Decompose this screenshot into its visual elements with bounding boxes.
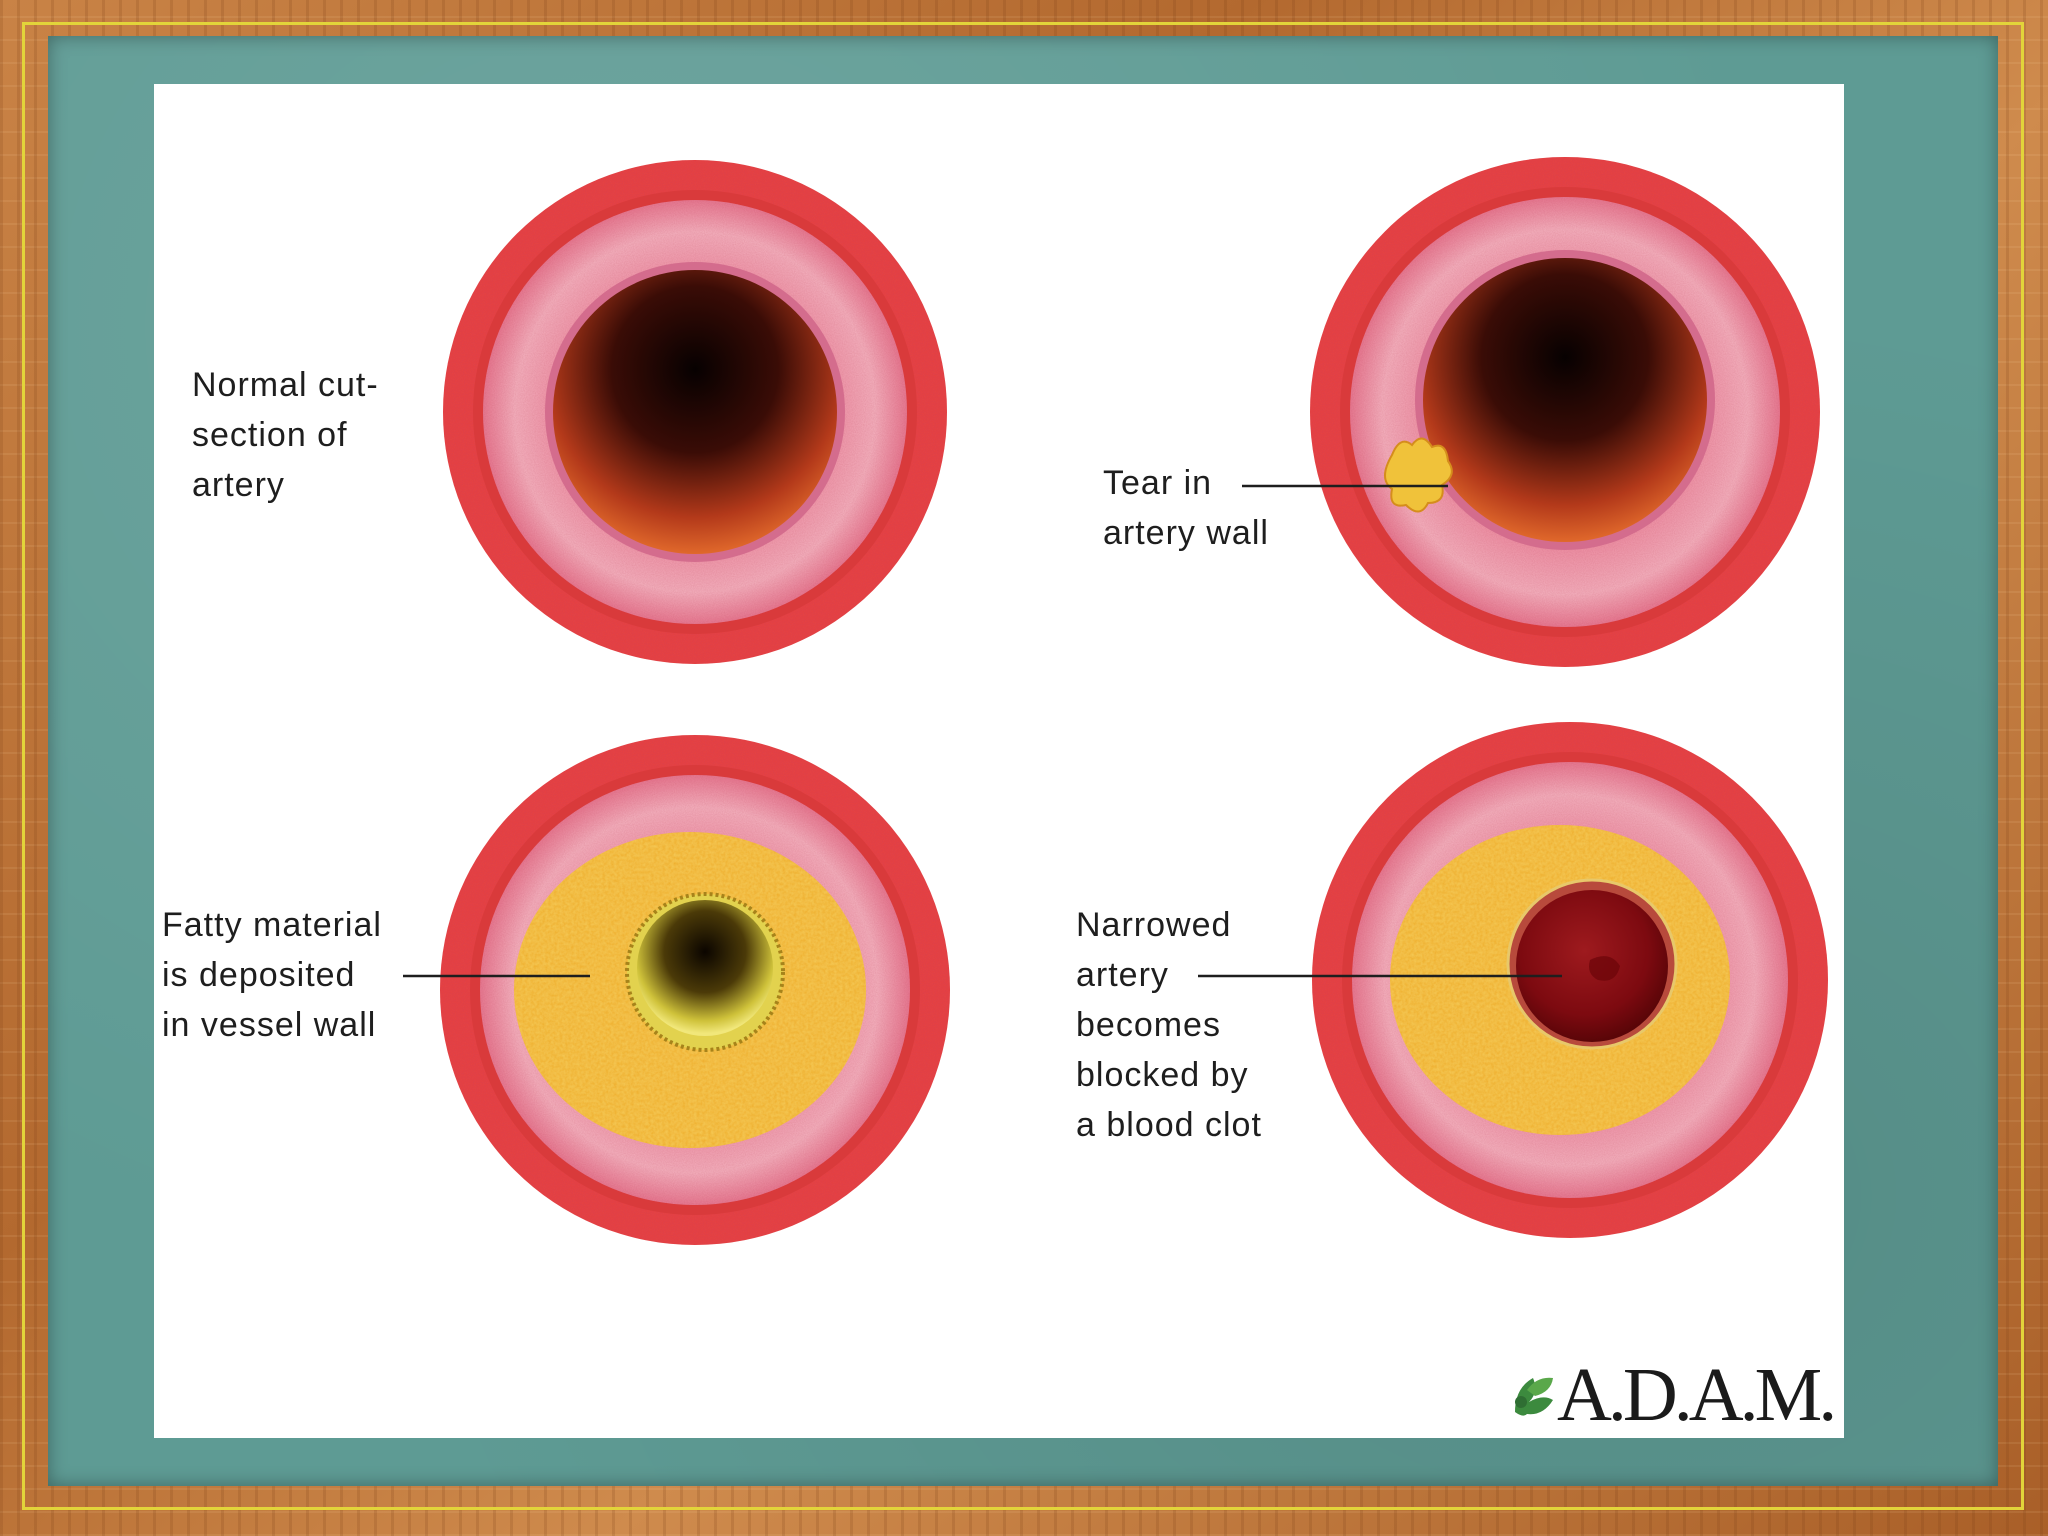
label-normal: Normal cut- section of artery [192,366,379,504]
adam-logo: A.D.A.M. [1505,1350,1837,1437]
clotted-artery [1312,722,1828,1238]
label-tear: Tear in artery wall [1103,464,1269,552]
leaf-icon [1515,1377,1553,1416]
label-clot: Narrowed artery becomes blocked by a blo… [1076,906,1262,1144]
gold-trim [22,22,2024,1510]
fatty-artery [440,735,950,1245]
normal-artery [443,160,947,664]
torn-artery [1310,157,1820,667]
label-fatty: Fatty material is deposited in vessel wa… [162,906,382,1044]
adam-logo-text: A.D.A.M. [1557,1353,1833,1430]
